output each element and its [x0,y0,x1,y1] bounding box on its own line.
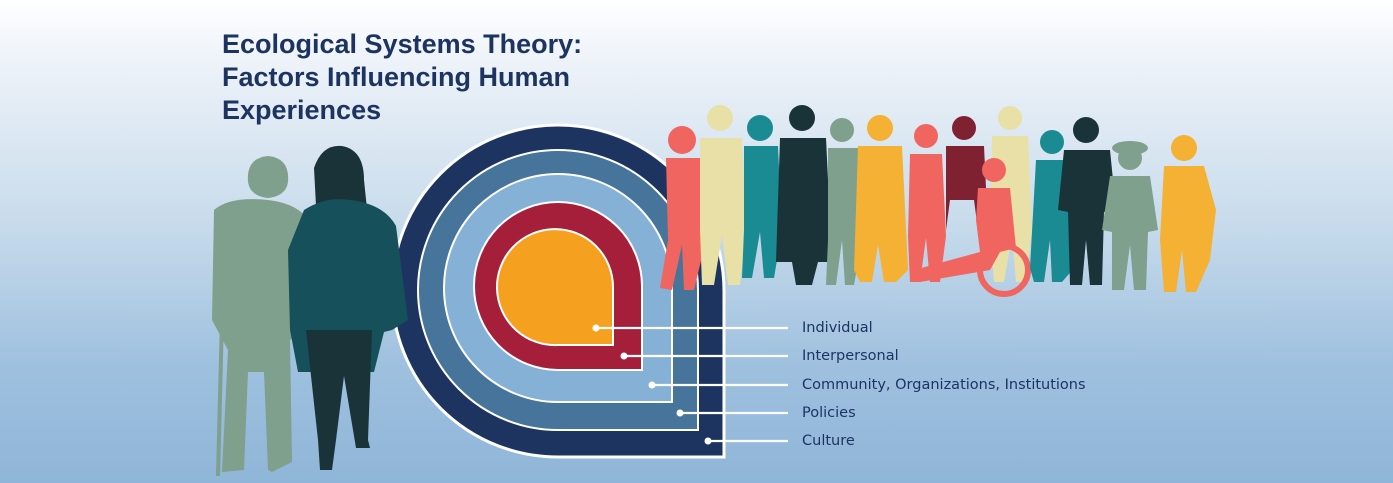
person-with-cane [1102,141,1158,290]
title-line: Experiences [222,95,382,125]
label-culture: Culture [802,433,855,449]
crowd-illustration [660,105,1216,297]
person-silhouette [854,115,908,282]
label-policies: Policies [802,405,856,421]
title-line: Ecological Systems Theory: [222,29,583,59]
diagram-title: Ecological Systems Theory: Factors Influ… [222,28,662,127]
leader-dot-community [648,381,656,389]
person-silhouette [776,105,832,285]
leader-dot-interpersonal [620,352,628,360]
leader-lines [592,324,788,445]
leader-dot-individual [592,324,600,332]
wheelchair-user [914,158,1031,297]
woman-in-coat [288,199,408,372]
person-silhouette [826,118,862,285]
ecological-rings [390,123,726,459]
foreground-figures [212,145,408,477]
person-silhouette [660,126,706,290]
person-silhouette [742,115,782,278]
title-line: Factors Influencing Human [222,62,571,92]
label-community: Community, Organizations, Institutions [802,377,1086,393]
leader-dot-policies [676,409,684,417]
label-individual: Individual [802,320,873,336]
woman-trousers [306,330,372,470]
elderly-man-with-cane [212,156,312,477]
person-silhouette [1160,135,1216,292]
ring-individual [496,228,614,347]
person-silhouette [908,124,946,282]
person-silhouette [1058,117,1116,285]
person-silhouette [700,105,746,285]
leader-dot-culture [704,437,712,445]
label-interpersonal: Interpersonal [802,348,899,364]
